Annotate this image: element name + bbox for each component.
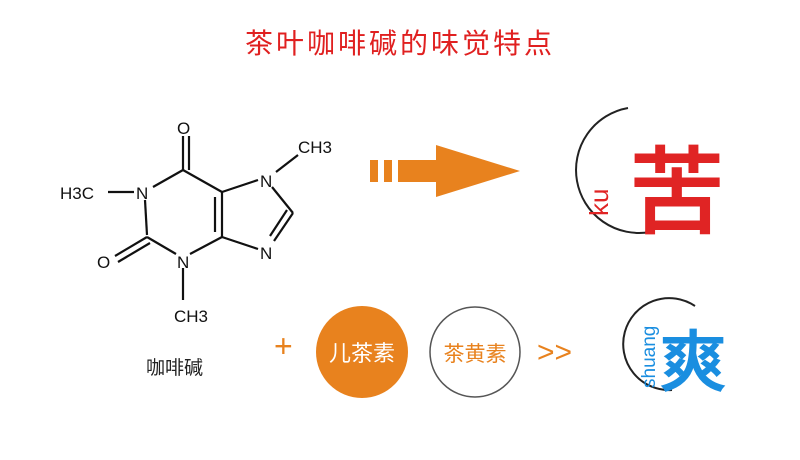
bitter-ring xyxy=(575,107,651,234)
theaflavin-label: 茶黄素 xyxy=(444,342,507,366)
atom-o-top: O xyxy=(177,119,190,138)
fresh-char: 爽 xyxy=(660,324,726,401)
plus-sign: + xyxy=(274,328,293,364)
atom-n9: N xyxy=(260,244,272,263)
molecule-name: 咖啡碱 xyxy=(146,357,203,379)
atom-n3: N xyxy=(177,253,189,272)
fresh-ring xyxy=(622,297,696,392)
bitter-char: 苦 xyxy=(630,139,724,248)
catechin-circle xyxy=(316,306,408,398)
atom-o-left: O xyxy=(97,253,110,272)
atom-me1: H3C xyxy=(60,184,94,203)
atom-n1: N xyxy=(136,184,148,203)
catechin-label: 儿茶素 xyxy=(329,342,395,367)
chevrons: >> xyxy=(537,336,572,369)
fresh-pinyin: shuang xyxy=(639,326,660,388)
atom-n7: N xyxy=(260,172,272,191)
page-title: 茶叶咖啡碱的味觉特点 xyxy=(244,27,555,60)
theaflavin-circle xyxy=(429,306,521,398)
caffeine-structure xyxy=(108,136,299,300)
bitter-pinyin: ku xyxy=(584,189,614,216)
atom-me7: CH3 xyxy=(298,138,332,157)
atom-me3: CH3 xyxy=(174,307,208,326)
arrow-icon xyxy=(370,145,520,197)
